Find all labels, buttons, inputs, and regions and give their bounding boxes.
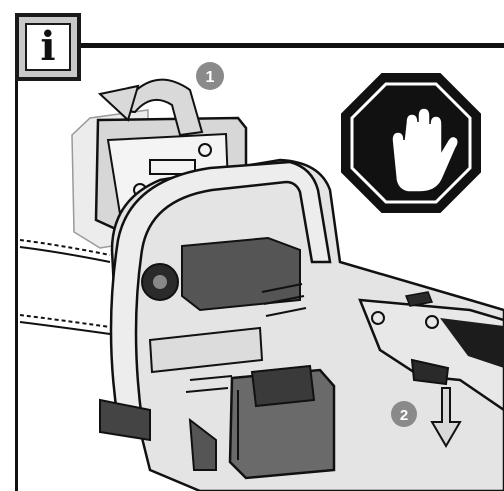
callout-1: 1	[196, 62, 224, 90]
callout-2: 2	[391, 401, 417, 427]
callout-1-label: 1	[206, 69, 215, 86]
callout-2-label: 2	[400, 407, 408, 424]
chain-lower	[20, 315, 110, 334]
stop-hand-sign-icon	[342, 74, 480, 212]
